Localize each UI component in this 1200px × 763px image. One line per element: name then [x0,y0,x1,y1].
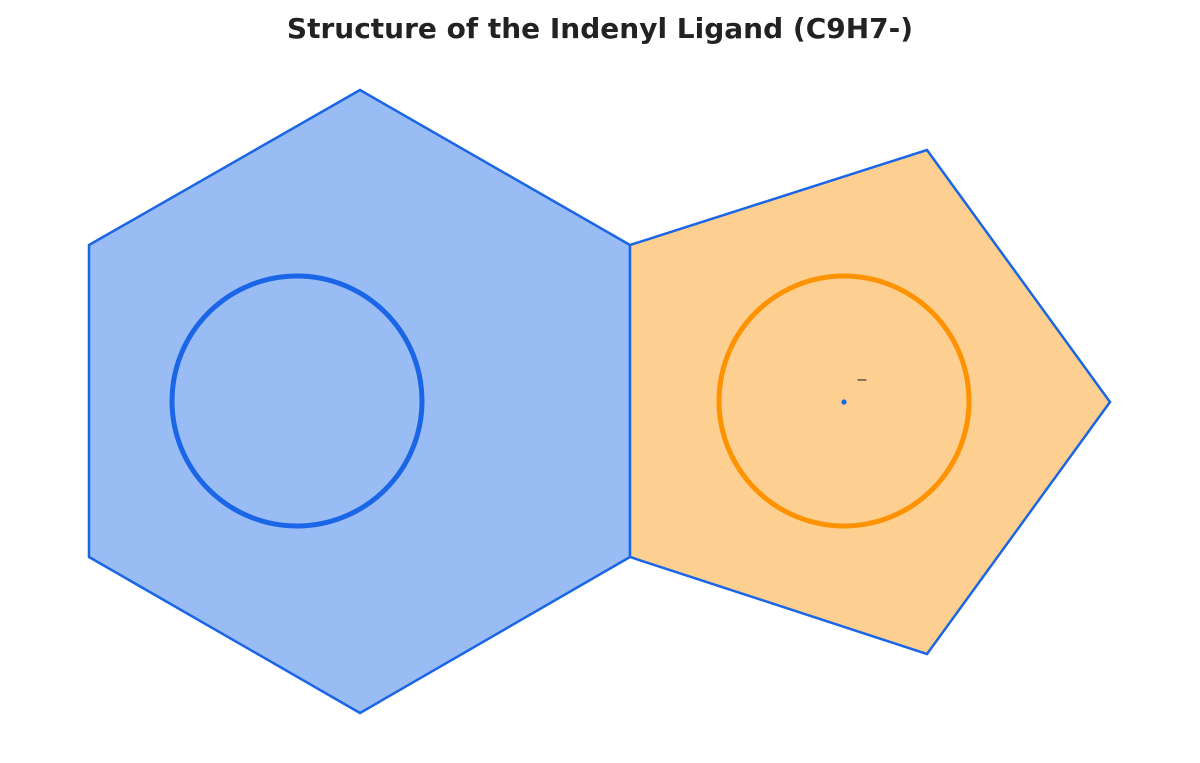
diagram-title: Structure of the Indenyl Ligand (C9H7-) [286,12,914,45]
cyclopentadienyl-pentagon [628,148,1112,656]
cyclopentadienyl-aromatic-circle [716,273,972,529]
benzene-aromatic-circle [169,273,425,529]
negative-charge-label: – [858,371,867,388]
ring-center-dot [841,399,847,405]
